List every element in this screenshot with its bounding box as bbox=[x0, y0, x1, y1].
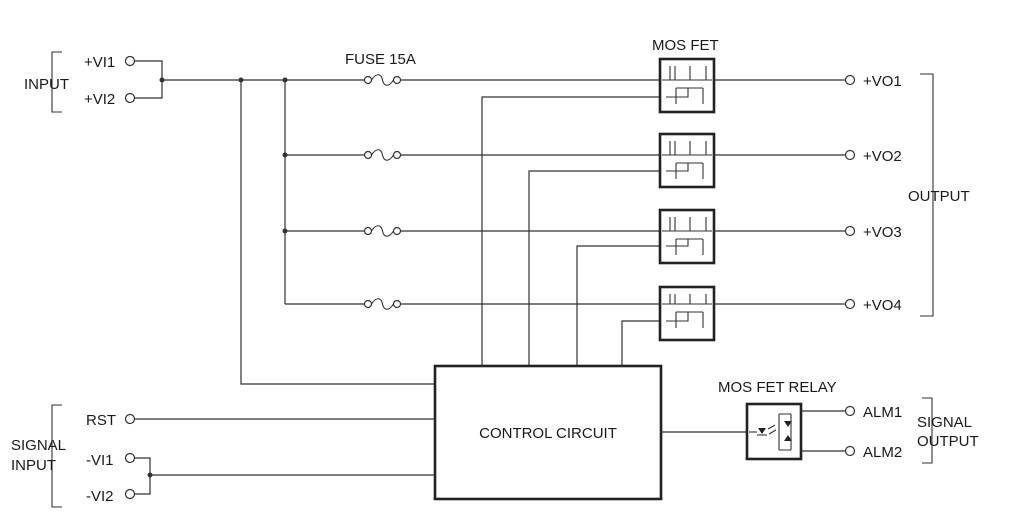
signal-tie-wire bbox=[134, 457, 151, 495]
gate-wire-4 bbox=[621, 320, 662, 366]
vo3-terminal bbox=[844, 225, 856, 237]
vi2-minus-label: -VI2 bbox=[86, 488, 114, 505]
mosfet-label: MOS FET bbox=[652, 37, 719, 54]
gate-wire-1 bbox=[481, 96, 662, 366]
vo4-terminal bbox=[844, 298, 856, 310]
output-group-label: OUTPUT bbox=[908, 188, 970, 205]
junction-dot bbox=[159, 77, 165, 83]
fuse-symbol bbox=[363, 298, 402, 310]
vo2-terminal bbox=[844, 149, 856, 161]
vo1-terminal bbox=[844, 74, 856, 86]
alm1-label: ALM1 bbox=[863, 404, 902, 421]
mosfet-block bbox=[658, 57, 716, 114]
vi1-plus-terminal bbox=[124, 55, 136, 67]
input-group-label: INPUT bbox=[24, 76, 69, 93]
signal-input-label-line2: INPUT bbox=[11, 457, 56, 474]
vi2-plus-label: +VI2 bbox=[84, 91, 115, 108]
control-circuit-label: CONTROL CIRCUIT bbox=[479, 425, 617, 442]
vo1-label: +VO1 bbox=[863, 73, 902, 90]
control-circuit-block bbox=[433, 364, 663, 501]
vo3-label: +VO3 bbox=[863, 224, 902, 241]
signal-output-label-line1: SIGNAL bbox=[917, 414, 972, 431]
vi2-minus-terminal bbox=[124, 488, 136, 500]
signal-input-label-line1: SIGNAL bbox=[11, 437, 66, 454]
rst-label: RST bbox=[86, 412, 116, 429]
relay-label: MOS FET RELAY bbox=[718, 379, 837, 396]
vi2-plus-terminal bbox=[124, 92, 136, 104]
signal-output-bracket bbox=[922, 397, 933, 464]
mosfet-block bbox=[658, 285, 716, 342]
fuse-symbol bbox=[363, 225, 402, 237]
fuse-label: FUSE 15A bbox=[345, 51, 416, 68]
mosfet-block bbox=[658, 208, 716, 265]
signal-input-bracket bbox=[51, 404, 62, 508]
alm2-terminal bbox=[844, 445, 856, 457]
vo2-label: +VO2 bbox=[863, 148, 902, 165]
rst-terminal bbox=[124, 413, 136, 425]
alm2-label: ALM2 bbox=[863, 444, 902, 461]
gate-wire-2 bbox=[528, 170, 662, 366]
junction-dot bbox=[147, 472, 153, 478]
alm1-terminal bbox=[844, 405, 856, 417]
output-bracket bbox=[920, 73, 934, 317]
vi1-minus-terminal bbox=[124, 452, 136, 464]
vi1-plus-label: +VI1 bbox=[84, 54, 115, 71]
fuse-symbol bbox=[363, 149, 402, 161]
vi1-minus-label: -VI1 bbox=[86, 452, 114, 469]
input-bracket bbox=[51, 51, 62, 113]
control-supply-wire bbox=[240, 80, 435, 385]
fuse-symbol bbox=[363, 74, 402, 86]
mosfet-relay-block bbox=[745, 402, 803, 461]
mosfet-block bbox=[658, 132, 716, 189]
input-tie-wire bbox=[134, 60, 163, 99]
signal-output-label-line2: OUTPUT bbox=[917, 433, 979, 450]
vo4-label: +VO4 bbox=[863, 297, 902, 314]
gate-wire-3 bbox=[576, 245, 662, 366]
